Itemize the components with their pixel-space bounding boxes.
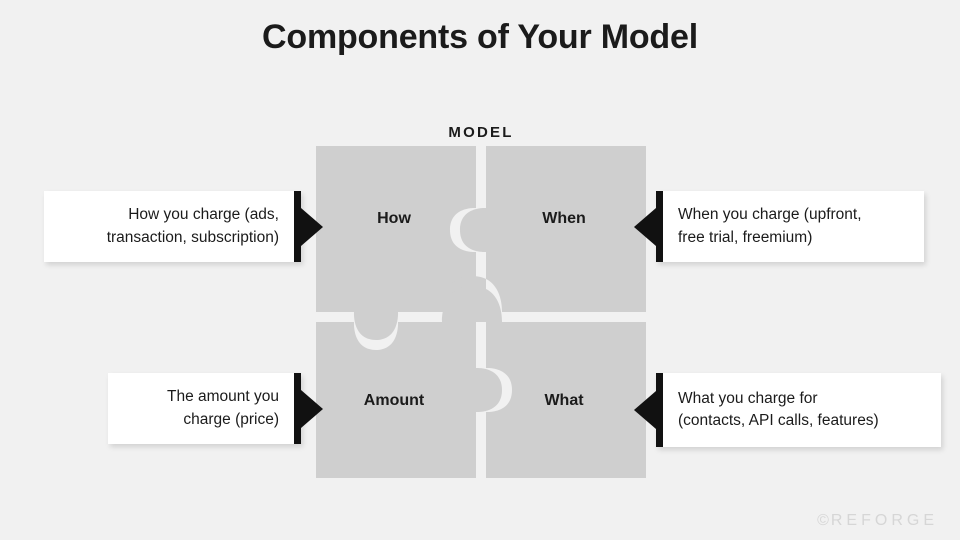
page-title: Components of Your Model xyxy=(262,18,698,56)
quadrant-label-when: When xyxy=(542,210,586,227)
arrow-pointer-right-icon xyxy=(294,191,301,262)
callout-amount[interactable]: The amount you charge (price) xyxy=(108,373,301,444)
quadrant-label-amount: Amount xyxy=(363,392,425,409)
puzzle-diagram: How When Amount What xyxy=(316,146,646,478)
watermark-text: REFORGE xyxy=(830,512,938,529)
callout-what-line1: What you charge for xyxy=(678,389,818,407)
callout-amount-text: The amount you charge (price) xyxy=(108,386,301,431)
callout-when[interactable]: When you charge (upfront, free trial, fr… xyxy=(656,191,924,262)
quadrant-label-how: How xyxy=(377,210,411,227)
callout-when-line1: When you charge (upfront, xyxy=(678,206,862,224)
reforge-watermark: ©REFORGE xyxy=(817,512,938,530)
callout-what-text: What you charge for (contacts, API calls… xyxy=(656,388,941,433)
arrow-pointer-left-icon xyxy=(656,191,663,262)
puzzle-piece-what[interactable] xyxy=(441,286,646,478)
callout-when-line2: free trial, freemium) xyxy=(678,228,813,246)
copyright-icon: © xyxy=(817,512,831,529)
callout-how-line2: transaction, subscription) xyxy=(106,228,279,246)
callout-when-text: When you charge (upfront, free trial, fr… xyxy=(656,204,924,249)
puzzle-svg xyxy=(316,146,646,478)
arrow-pointer-right-icon xyxy=(294,373,301,444)
callout-how-text: How you charge (ads, transaction, subscr… xyxy=(44,204,301,249)
callout-amount-line2: charge (price) xyxy=(183,410,279,428)
puzzle-piece-when[interactable] xyxy=(441,146,646,312)
puzzle-piece-how[interactable] xyxy=(316,146,476,340)
puzzle-piece-amount[interactable] xyxy=(316,322,502,478)
callout-what[interactable]: What you charge for (contacts, API calls… xyxy=(656,373,941,447)
quadrant-label-what: What xyxy=(544,392,584,409)
arrow-pointer-left-icon xyxy=(656,373,663,447)
callout-how-line1: How you charge (ads, xyxy=(128,206,279,224)
callout-amount-line1: The amount you xyxy=(166,388,279,406)
callout-how[interactable]: How you charge (ads, transaction, subscr… xyxy=(44,191,301,262)
callout-what-line2: (contacts, API calls, features) xyxy=(678,412,879,429)
model-caption-label: MODEL xyxy=(448,124,514,141)
